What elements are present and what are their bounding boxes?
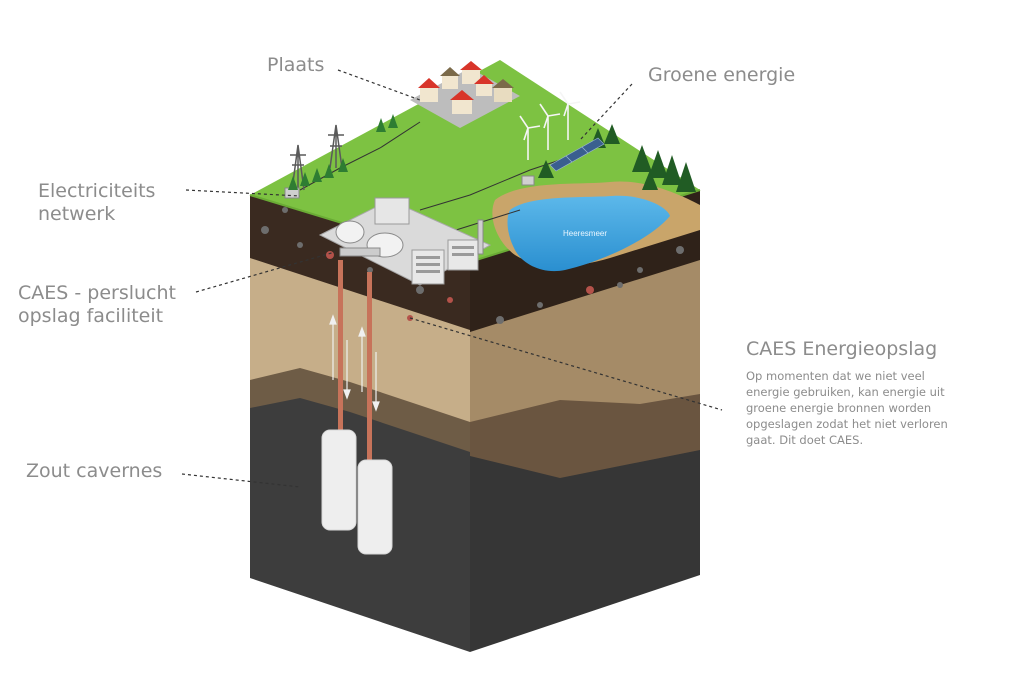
leader-caes-energieopslag xyxy=(409,317,723,411)
info-line-3: groene energie bronnen worden xyxy=(746,401,932,415)
label-netwerk-line-1: Electriciteits xyxy=(38,180,156,202)
left-sand-layer xyxy=(250,232,470,422)
info-title: CAES Energieopslag xyxy=(746,338,938,360)
compressor-tank-icon xyxy=(335,220,365,244)
tree-icons-right xyxy=(538,124,696,192)
leader-zout-cavernes xyxy=(181,473,301,488)
label-zout-cavernes-text: Zout cavernes xyxy=(26,460,163,482)
leader-caes-faciliteit xyxy=(195,251,336,293)
well-pipes xyxy=(338,260,372,462)
house-icons xyxy=(418,61,514,114)
soil-pebbles xyxy=(261,207,684,324)
compressor-building xyxy=(374,197,410,225)
solar-panel-icons xyxy=(549,137,605,172)
info-line-5: gaat. Dit doet CAES. xyxy=(746,433,864,447)
town xyxy=(410,61,520,128)
airflow-arrows xyxy=(329,314,380,412)
left-clay-layer xyxy=(250,366,470,452)
lake-label: Heeresmeer xyxy=(563,229,607,238)
control-building xyxy=(411,249,445,285)
salt-cavern-right xyxy=(357,459,393,555)
label-plaats: Plaats xyxy=(267,54,324,77)
building-vent-icons xyxy=(416,246,474,273)
info-line-1: Op momenten dat we niet veel xyxy=(746,369,925,383)
power-pylon-icons xyxy=(290,124,344,191)
leader-groene-energie xyxy=(579,83,633,141)
label-netwerk: Electriciteits netwerk xyxy=(38,180,155,226)
pipe-left xyxy=(338,260,343,448)
chimney-icon xyxy=(477,219,484,255)
label-caes-faciliteit: CAES - perslucht opslag faciliteit xyxy=(18,282,176,328)
caes-facility xyxy=(318,197,492,286)
info-line-2: energie gebruiken, kan energie uit xyxy=(746,385,945,399)
label-caes-faciliteit-line-2: opslag faciliteit xyxy=(18,305,164,327)
label-groene-energie: Groene energie xyxy=(648,64,795,87)
info-body: Op momenten dat we niet veel energie geb… xyxy=(746,368,996,448)
lake: Heeresmeer xyxy=(492,181,700,272)
tree-icons-left xyxy=(288,114,398,190)
info-line-4: opgeslagen zodat het niet verloren xyxy=(746,417,948,431)
label-groene-energie-text: Groene energie xyxy=(648,64,796,86)
leader-netwerk xyxy=(185,189,301,197)
salt-caverns xyxy=(321,429,393,555)
wind-turbine-icons xyxy=(519,91,581,160)
inverter-box-icon xyxy=(521,175,535,186)
right-clay-layer xyxy=(470,392,700,478)
pipe-connector-icon xyxy=(339,247,381,257)
label-plaats-text: Plaats xyxy=(267,54,325,76)
leader-lines xyxy=(181,69,723,488)
salt-cavern-left xyxy=(321,429,357,531)
label-caes-faciliteit-line-1: CAES - perslucht xyxy=(18,282,176,304)
left-topsoil-layer xyxy=(250,195,470,330)
leader-plaats xyxy=(337,69,421,101)
label-netwerk-line-2: netwerk xyxy=(38,203,116,225)
lake-water xyxy=(507,195,670,272)
label-zout-cavernes: Zout cavernes xyxy=(26,460,162,483)
pipe-right xyxy=(367,272,372,462)
